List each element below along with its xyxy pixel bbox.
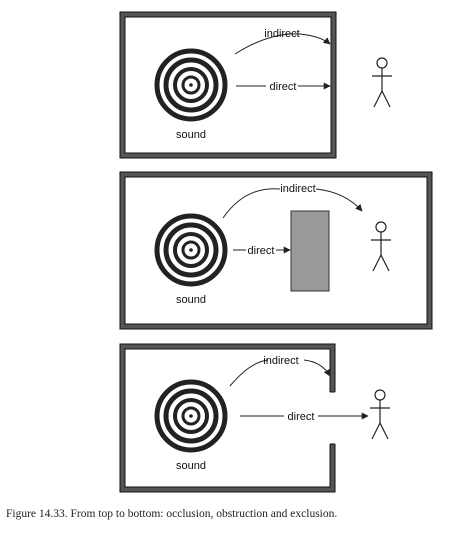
sound-source-icon — [157, 382, 225, 450]
sound-source-icon — [157, 216, 225, 284]
sound-source-icon — [157, 51, 225, 119]
indirect-label: indirect — [264, 28, 299, 40]
room-wall — [119, 171, 433, 330]
indirect-arrow — [303, 359, 331, 377]
sound-label: sound — [176, 460, 206, 472]
indirect-path — [234, 33, 301, 55]
room-wall — [119, 343, 336, 493]
panel-exclusion: sound indirect direct — [119, 343, 391, 493]
direct-label: direct — [288, 411, 315, 423]
panel-occlusion: sound indirect direct — [119, 11, 393, 159]
panel-obstruction: sound indirect direct — [119, 171, 433, 330]
listener-icon — [369, 389, 391, 440]
sound-label: sound — [176, 129, 206, 141]
indirect-path — [229, 359, 269, 387]
indirect-arrow — [315, 188, 363, 212]
listener-icon — [370, 221, 392, 272]
indirect-label: indirect — [280, 183, 315, 195]
direct-label: direct — [270, 81, 297, 93]
indirect-label: indirect — [263, 355, 298, 367]
listener-icon — [371, 57, 393, 108]
indirect-path — [222, 188, 281, 219]
obstruction-block — [290, 210, 330, 292]
figure-diagram: sound indirect direct sound indirect dir… — [119, 11, 433, 493]
sound-label: sound — [176, 294, 206, 306]
figure-caption: Figure 14.33. From top to bottom: occlus… — [6, 508, 338, 520]
room-wall — [119, 11, 337, 159]
direct-label: direct — [248, 245, 275, 257]
indirect-arrow — [299, 33, 331, 45]
